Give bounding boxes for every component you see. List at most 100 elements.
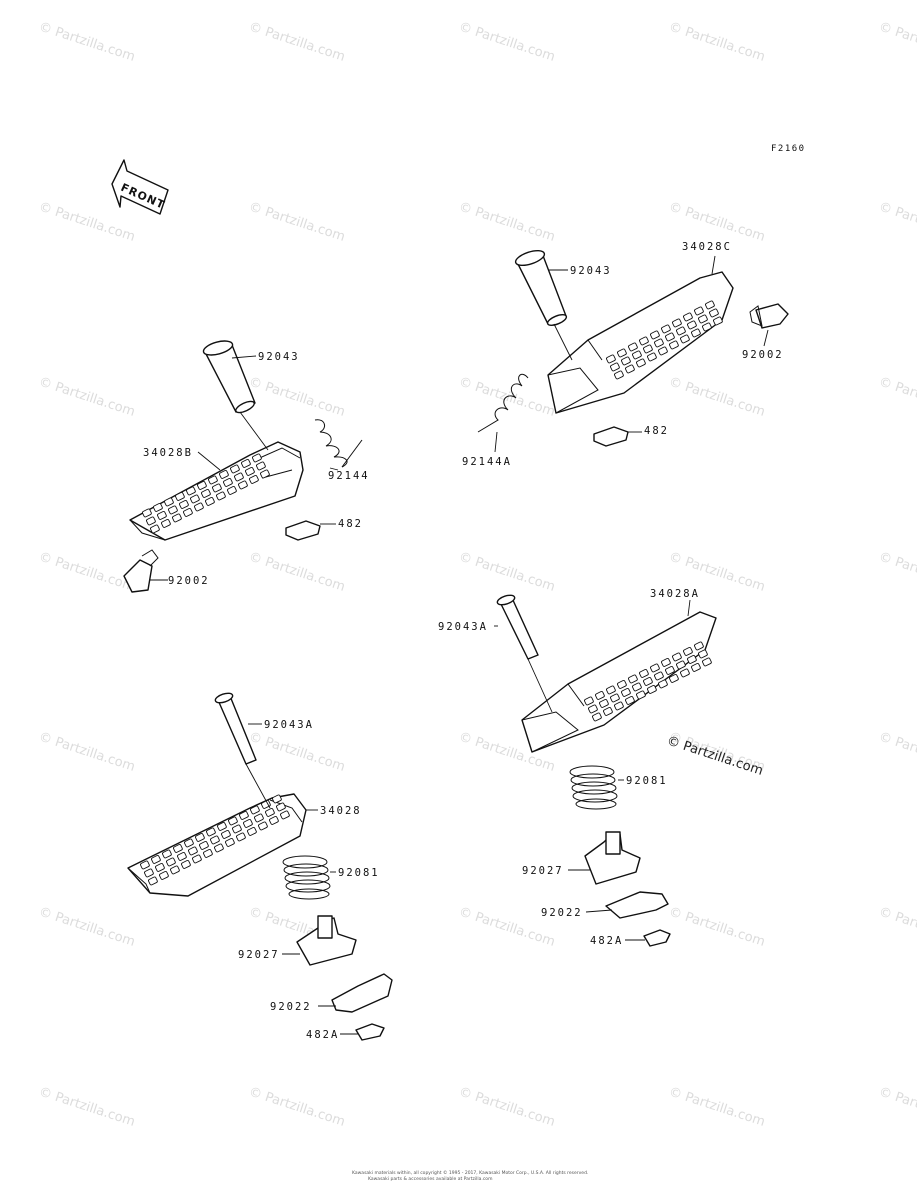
watermark-text: © Partzilla.com	[877, 20, 917, 65]
label-rr-pin: 92043A	[438, 621, 488, 633]
grip-block	[698, 314, 708, 324]
grip-block	[709, 308, 719, 318]
grip-block	[687, 320, 697, 330]
grip-block	[159, 871, 169, 880]
label-lr-step: 34028	[320, 805, 362, 817]
grip-block	[186, 486, 196, 496]
grip-block	[249, 475, 259, 484]
grip-block	[164, 497, 174, 507]
grip-block	[647, 685, 657, 694]
rubber-stopper-92002-right	[749, 303, 789, 329]
watermark-text: © Partzilla.com	[37, 730, 137, 775]
grip-block	[150, 524, 160, 534]
label-rr-plate: 92022	[541, 907, 583, 919]
left-front-footpeg-group	[123, 340, 363, 593]
grip-block	[210, 835, 220, 845]
grip-block	[272, 794, 282, 804]
grip-block	[610, 362, 620, 372]
grip-block	[643, 344, 653, 354]
grip-block	[142, 508, 152, 518]
watermark-text: © Partzilla.com	[247, 20, 347, 65]
grip-block	[148, 876, 158, 886]
grip-block	[184, 838, 194, 848]
grip-block	[669, 674, 679, 683]
grip-block	[665, 666, 675, 675]
grip-block	[636, 690, 646, 700]
grip-block	[205, 497, 215, 506]
grip-block	[702, 322, 712, 332]
grip-block	[260, 469, 270, 479]
grip-block	[172, 513, 182, 523]
grip-block	[192, 854, 202, 864]
grip-block	[661, 324, 671, 334]
label-lr-bracket: 92027	[238, 949, 280, 961]
grip-block	[683, 312, 693, 322]
grip-block	[632, 350, 642, 360]
grip-block	[179, 500, 189, 509]
grip-block	[227, 486, 237, 495]
torsion-spring-92144A	[477, 373, 529, 433]
grip-block	[628, 674, 638, 684]
grip-block	[654, 338, 664, 348]
footpeg-34028C	[547, 271, 734, 414]
grip-block	[217, 822, 227, 831]
label-rf-pin: 92043	[570, 265, 612, 277]
grip-block	[214, 843, 224, 853]
grip-block	[694, 641, 704, 651]
grip-block	[606, 354, 616, 364]
watermark-text: © Partzilla.com	[667, 1085, 767, 1130]
grip-block	[261, 800, 271, 809]
grip-block	[639, 669, 649, 678]
grip-block	[647, 352, 657, 362]
clip-482A-right	[643, 929, 671, 947]
grip-block	[628, 342, 638, 352]
watermark-text: © Partzilla.com	[457, 550, 557, 595]
grip-block	[680, 668, 690, 678]
grip-block	[280, 810, 290, 820]
grip-block	[239, 811, 249, 820]
bracket-92027-left	[296, 915, 357, 966]
label-lf-pin: 92043	[258, 351, 300, 363]
grip-block	[162, 849, 172, 859]
label-rf-rubber: 92002	[742, 349, 784, 361]
watermark-text: © Partzilla.com	[457, 200, 557, 245]
label-lf-clip: 482	[338, 518, 363, 530]
watermark-text: © Partzilla.com	[247, 1085, 347, 1130]
grip-block	[621, 688, 631, 697]
watermark-text: © Partzilla.com	[37, 20, 137, 65]
grip-block	[206, 827, 216, 837]
grip-block	[625, 696, 635, 705]
grip-block	[680, 334, 690, 344]
label-lr-pin: 92043A	[264, 719, 314, 731]
grip-block	[144, 868, 154, 878]
label-lf-rubber: 92002	[168, 575, 210, 587]
grip-block	[234, 472, 244, 482]
grip-block	[195, 833, 205, 842]
grip-block	[153, 503, 163, 512]
grip-block	[614, 370, 624, 380]
watermark-text: © Partzilla.com	[877, 1085, 917, 1130]
pin-92043-left-front	[202, 340, 256, 414]
grip-block	[175, 492, 185, 501]
footpeg-34028	[127, 793, 307, 897]
grip-block	[203, 849, 213, 858]
footer-line-2: Kawasaki parts & accessories available a…	[368, 1176, 492, 1182]
diagram-code: F2160	[771, 144, 806, 154]
label-rf-clip: 482	[644, 425, 669, 437]
watermark-text: © Partzilla.com	[37, 550, 137, 595]
label-rr-spring: 92081	[626, 775, 668, 787]
label-lf-spring: 92144	[328, 470, 370, 482]
part-labels: 92043 34028C 92002 92144A 482 92043 3402…	[143, 241, 784, 1041]
label-rf-step: 34028C	[682, 241, 732, 253]
label-lr-plate: 92022	[270, 1001, 312, 1013]
grip-block	[639, 336, 649, 346]
grip-block	[698, 649, 708, 659]
grip-block	[672, 318, 682, 328]
grip-block	[658, 679, 668, 689]
grip-block	[617, 680, 627, 689]
watermark-text: © Partzilla.com	[247, 375, 347, 420]
pin-92043A-right-rear	[496, 594, 539, 660]
grip-block	[190, 494, 200, 504]
grip-block	[643, 677, 653, 686]
watermark-text: © Partzilla.com	[37, 200, 137, 245]
